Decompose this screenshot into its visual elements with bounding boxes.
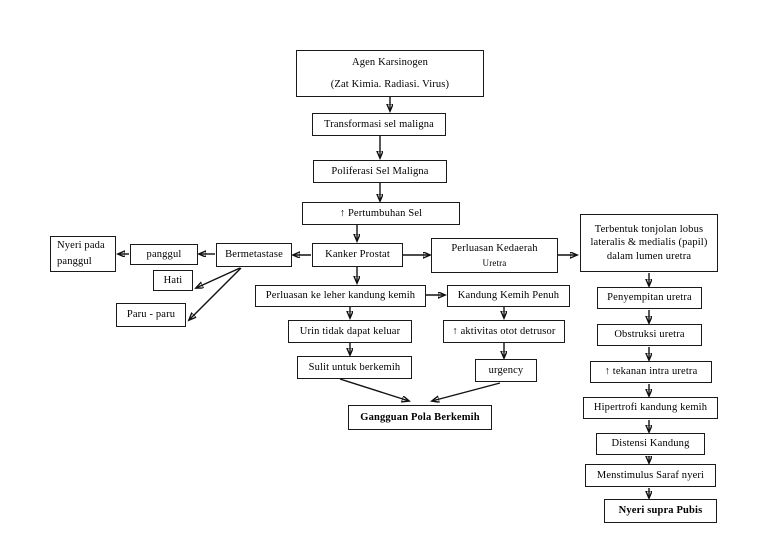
node-bermetastase: Bermetastase	[216, 243, 292, 267]
node-obstruksi-uretra: Obstruksi uretra	[597, 324, 702, 346]
node-hipertrofi-label: Hipertrofi kandung kemih	[593, 402, 708, 414]
node-gangguan-pola-berkemih: Gangguan Pola Berkemih	[348, 405, 492, 430]
node-pertumbuhan-label: ↑ Pertumbuhan Sel	[339, 207, 423, 219]
edge-sulit-to-gangguan	[339, 378, 409, 401]
node-bermetastase-label: Bermetastase	[225, 249, 283, 261]
node-menstimulus-label: Menstimulus Saraf nyeri	[596, 469, 705, 481]
node-urgency: urgency	[475, 359, 537, 382]
node-perluasan-leher-label: Perluasan ke leher kandung kemih	[265, 290, 416, 302]
node-agen-karsinogen-line1: Agen Karsinogen	[351, 57, 429, 69]
node-perluasan-uretra-line1: Perluasan Kedaerah	[451, 242, 538, 254]
node-poliferasi-label: Poliferasi Sel Maligna	[331, 165, 429, 177]
node-paru-paru-label: Paru - paru	[126, 309, 176, 321]
edge-urgency-to-gangguan	[432, 382, 501, 401]
node-nyeri-panggul-line1: Nyeri pada	[57, 240, 105, 252]
node-kandung-kemih-penuh: Kandung Kemih Penuh	[447, 285, 570, 307]
node-terbentuk-line3: dalam lumen uretra	[606, 250, 692, 262]
node-penyempitan-uretra: Penyempitan uretra	[597, 287, 702, 309]
node-nyeri-supra-pubis-label: Nyeri supra Pubis	[618, 505, 703, 517]
node-hipertrofi-kandung-kemih: Hipertrofi kandung kemih	[583, 397, 718, 419]
node-urin-tidak-dapat-keluar: Urin tidak dapat keluar	[288, 320, 412, 343]
node-poliferasi-sel-maligna: Poliferasi Sel Maligna	[313, 160, 447, 183]
node-perluasan-uretra-line2: Uretra	[482, 258, 507, 269]
node-aktivitas-otot-detrusor: ↑ aktivitas otot detrusor	[443, 320, 565, 343]
edge-bermetastase-to-hati	[196, 267, 241, 288]
node-obstruksi-label: Obstruksi uretra	[614, 329, 685, 341]
node-tekanan-label: ↑ tekanan intra uretra	[604, 366, 698, 378]
node-sulit-untuk-berkemih: Sulit untuk berkemih	[297, 356, 412, 379]
node-kandung-kemih-penuh-label: Kandung Kemih Penuh	[457, 290, 560, 302]
node-agen-karsinogen-line2: (Zat Kimia. Radiasi. Virus)	[330, 78, 450, 90]
node-menstimulus-saraf-nyeri: Menstimulus Saraf nyeri	[585, 464, 716, 487]
node-gangguan-label: Gangguan Pola Berkemih	[360, 411, 480, 423]
node-hati: Hati	[153, 270, 193, 291]
node-nyeri-pada-panggul: Nyeri pada panggul	[50, 236, 116, 272]
node-sulit-label: Sulit untuk berkemih	[308, 361, 401, 373]
node-hati-label: Hati	[163, 274, 183, 286]
node-perluasan-kedaerah-uretra: Perluasan Kedaerah Uretra	[431, 238, 558, 273]
node-paru-paru: Paru - paru	[116, 303, 186, 327]
node-panggul-label: panggul	[146, 248, 182, 260]
node-distensi-label: Distensi Kandung	[611, 438, 690, 450]
node-terbentuk-tonjolan-lobus: Terbentuk tonjolan lobus lateralis & med…	[580, 214, 718, 272]
node-distensi-kandung: Distensi Kandung	[596, 433, 705, 455]
edge-bermetastase-to-paru	[189, 267, 242, 320]
node-detrusor-label: ↑ aktivitas otot detrusor	[452, 325, 556, 337]
node-kanker-prostat: Kanker Prostat	[312, 243, 403, 267]
node-terbentuk-line1: Terbentuk tonjolan lobus	[594, 224, 704, 236]
node-kanker-prostat-label: Kanker Prostat	[325, 249, 390, 261]
node-urgency-label: urgency	[488, 364, 524, 376]
node-penyempitan-label: Penyempitan uretra	[607, 292, 692, 304]
node-agen-karsinogen: Agen Karsinogen (Zat Kimia. Radiasi. Vir…	[296, 50, 484, 97]
node-pertumbuhan-sel: ↑ Pertumbuhan Sel	[302, 202, 460, 225]
node-transformasi-sel-maligna: Transformasi sel maligna	[312, 113, 446, 136]
node-tekanan-intra-uretra: ↑ tekanan intra uretra	[590, 361, 712, 383]
node-urin-label: Urin tidak dapat keluar	[299, 325, 401, 337]
node-panggul: panggul	[130, 244, 198, 265]
node-nyeri-panggul-line2: panggul	[57, 256, 92, 268]
node-nyeri-supra-pubis: Nyeri supra Pubis	[604, 499, 717, 523]
node-terbentuk-line2: lateralis & medialis (papil)	[590, 237, 708, 249]
node-perluasan-ke-leher-kandung-kemih: Perluasan ke leher kandung kemih	[255, 285, 426, 307]
node-transformasi-label: Transformasi sel maligna	[324, 118, 434, 130]
